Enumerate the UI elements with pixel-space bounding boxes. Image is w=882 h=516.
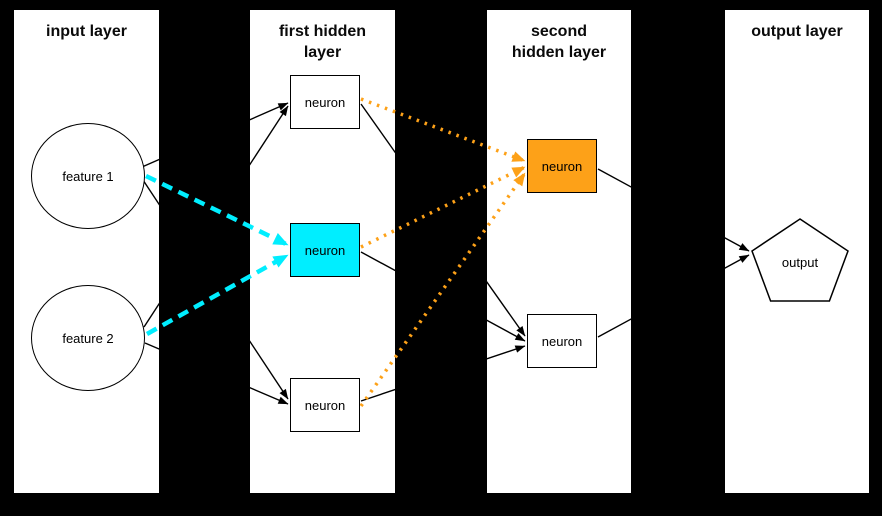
layer-title-line: layer — [303, 44, 342, 61]
node-label: neuron — [304, 242, 346, 258]
layer-panel-second-hidden: second hidden layer — [487, 10, 631, 493]
node-label: neuron — [304, 397, 346, 413]
layer-panel-input: input layer — [14, 10, 159, 493]
node-label: neuron — [541, 333, 583, 349]
node-feature-2: feature 2 — [31, 285, 145, 391]
node-feature-1: feature 1 — [31, 123, 145, 229]
pentagon-shape — [751, 218, 849, 302]
layer-title-first-hidden: first hidden layer — [250, 10, 395, 63]
node-label: output — [781, 255, 819, 270]
layer-title-second-hidden: second hidden layer — [487, 10, 631, 63]
node-label: feature 1 — [62, 168, 114, 184]
node-hidden1-neuron1: neuron — [290, 75, 360, 129]
node-hidden2-neuron1-highlighted: neuron — [527, 139, 597, 193]
layer-title-input: input layer — [14, 10, 159, 42]
node-output: output — [748, 217, 852, 305]
layer-title-line: second — [530, 23, 587, 40]
node-hidden2-neuron2: neuron — [527, 314, 597, 368]
layer-title-line: hidden layer — [511, 44, 607, 61]
node-label: neuron — [541, 158, 583, 174]
node-label: neuron — [304, 94, 346, 110]
layer-title-line: first hidden — [278, 23, 367, 40]
layer-title-line: input layer — [46, 23, 127, 40]
node-hidden1-neuron2-highlighted: neuron — [290, 223, 360, 277]
node-hidden1-neuron3: neuron — [290, 378, 360, 432]
layer-title-line: output layer — [751, 23, 843, 40]
layer-title-output: output layer — [725, 10, 869, 42]
node-label: feature 2 — [62, 330, 114, 346]
